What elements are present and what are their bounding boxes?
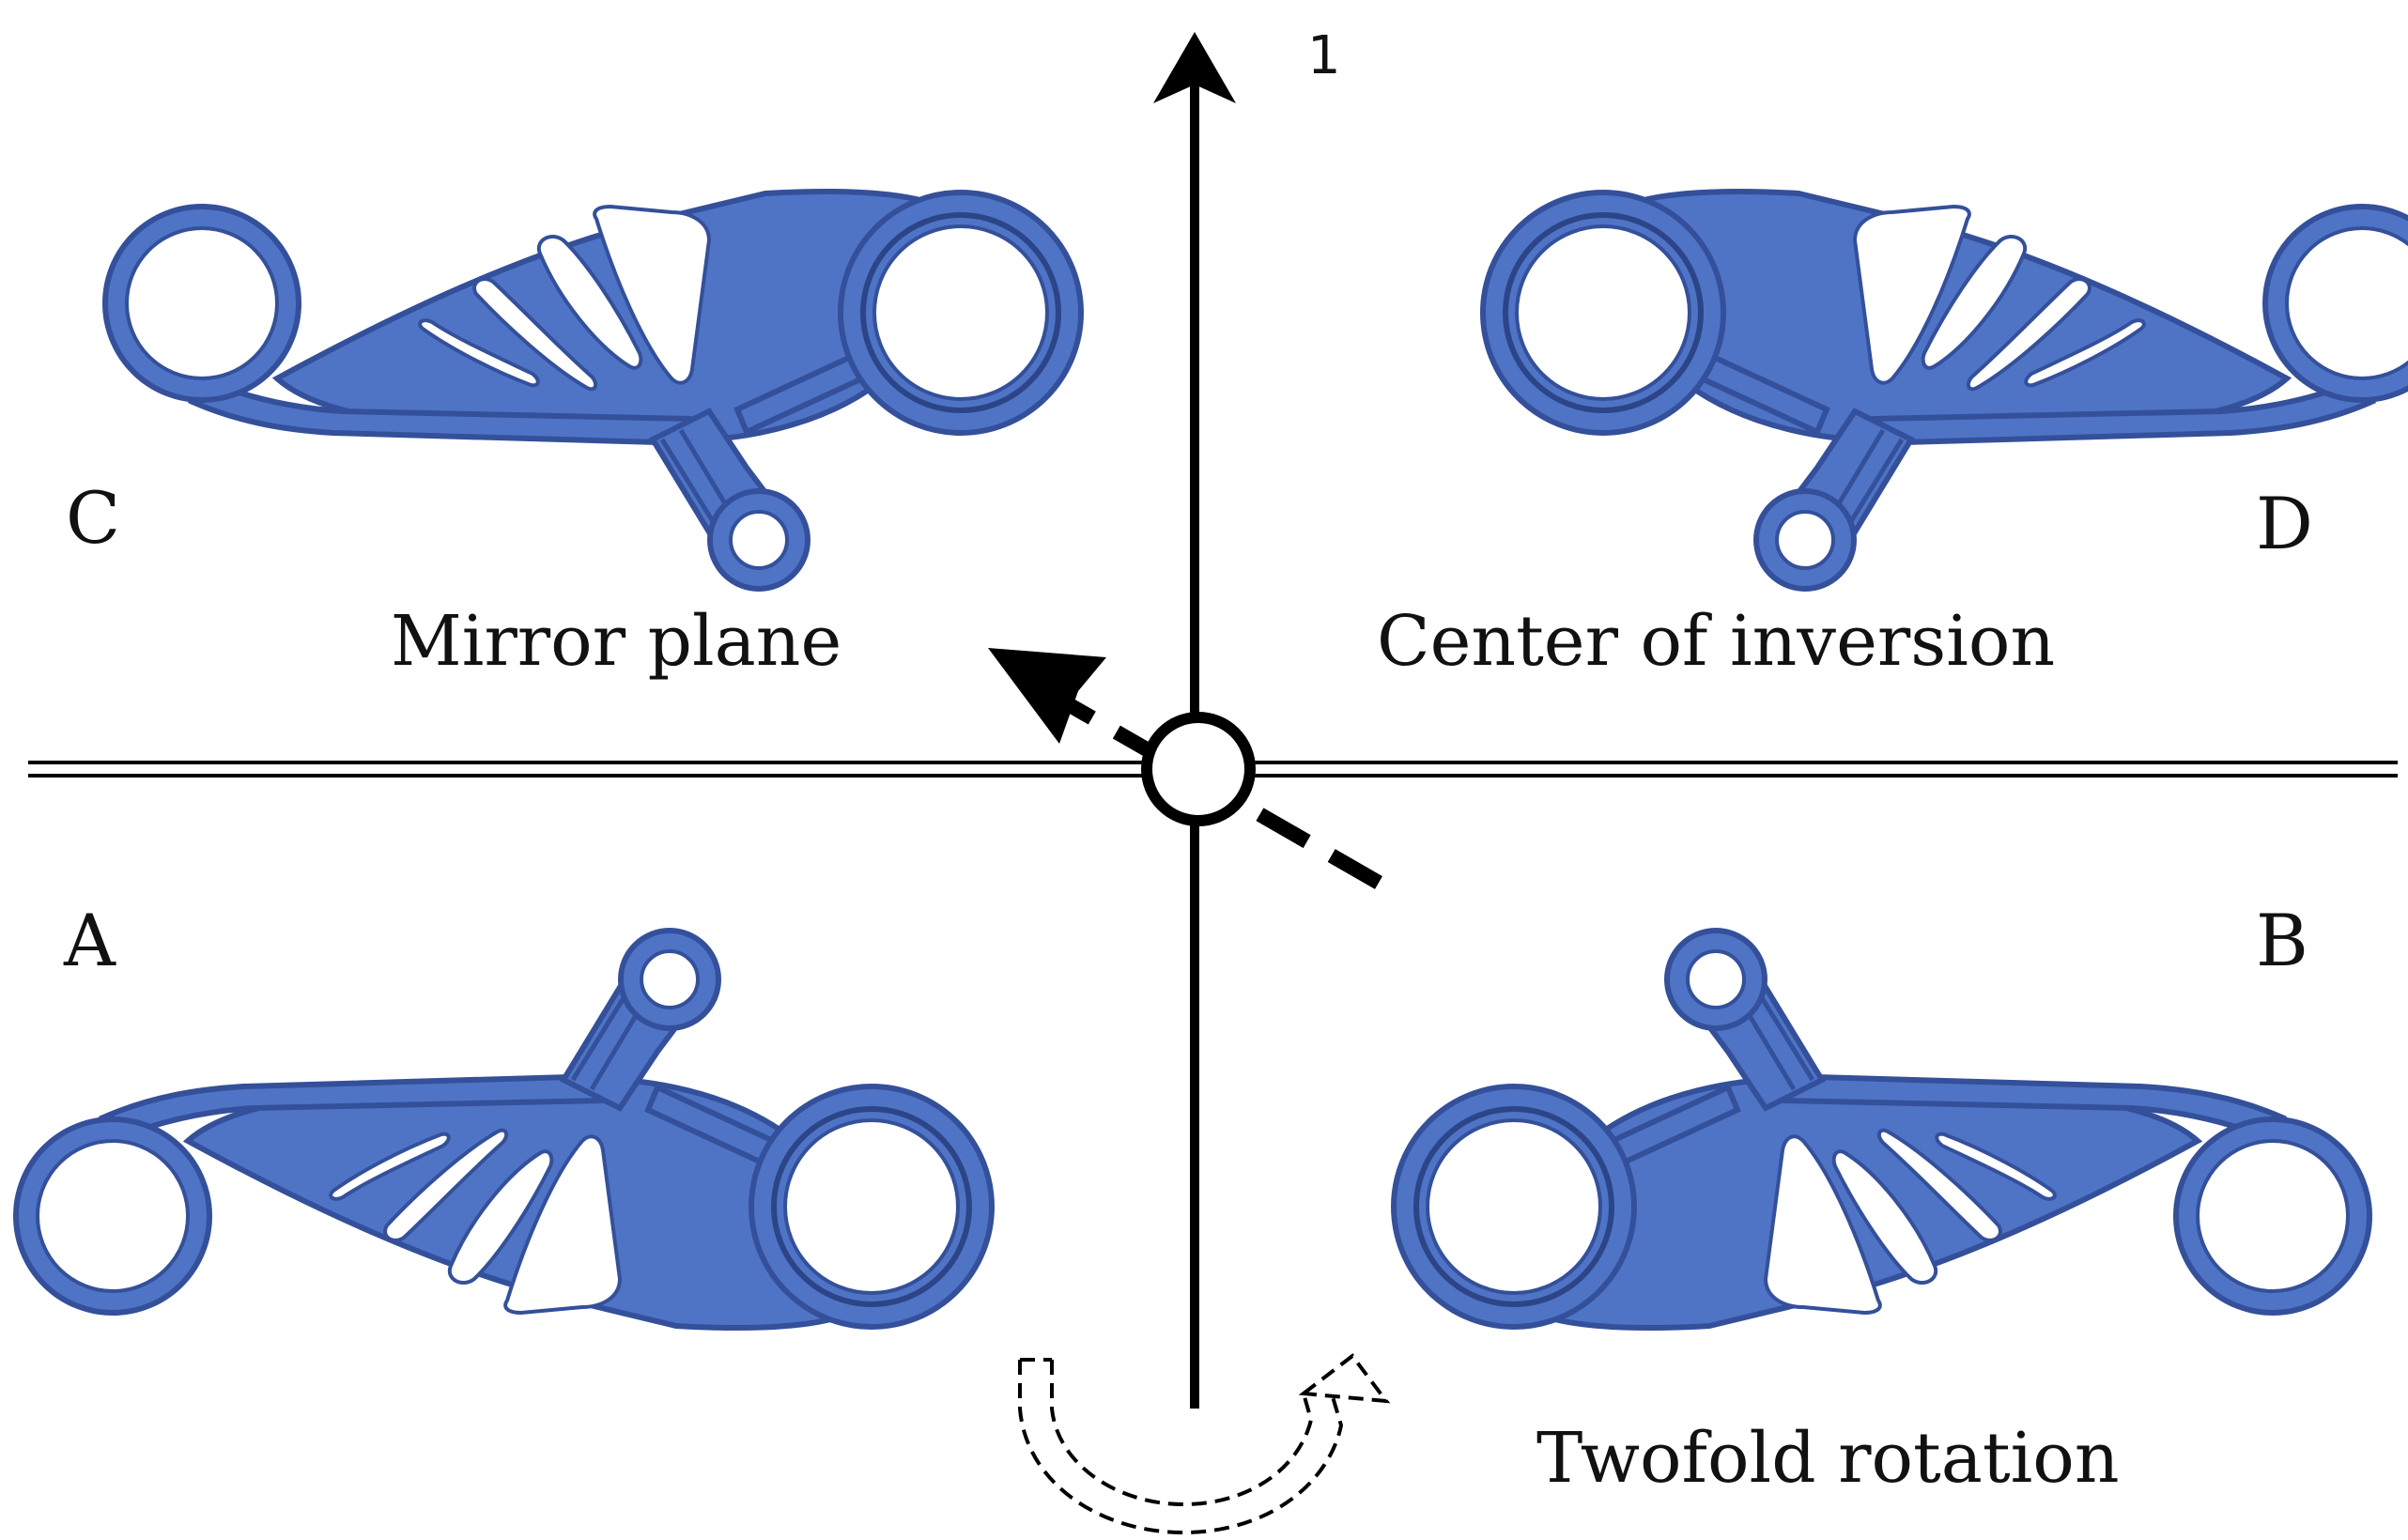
inversion-center-icon (1141, 712, 1256, 826)
label-part-a: A (63, 899, 116, 982)
inversion-arrowhead-icon (988, 648, 1106, 744)
label-part-c: C (66, 476, 120, 560)
center-of-inversion-label: Center of inversion (1377, 601, 2055, 682)
label-part-d: D (2256, 482, 2313, 565)
axis-arrowhead-icon (1153, 32, 1236, 103)
bracket-part-c (105, 192, 1081, 589)
bracket-part-a (16, 931, 992, 1328)
mirror-plane-label: Mirror plane (391, 601, 841, 682)
bracket-part-b (1394, 931, 2369, 1328)
twofold-rotation-arrow-icon (1018, 1353, 1391, 1535)
axis-label: 1 (1307, 25, 1341, 86)
label-part-b: B (2256, 899, 2308, 982)
twofold-rotation-label: Twofold rotation (1536, 1418, 2120, 1499)
